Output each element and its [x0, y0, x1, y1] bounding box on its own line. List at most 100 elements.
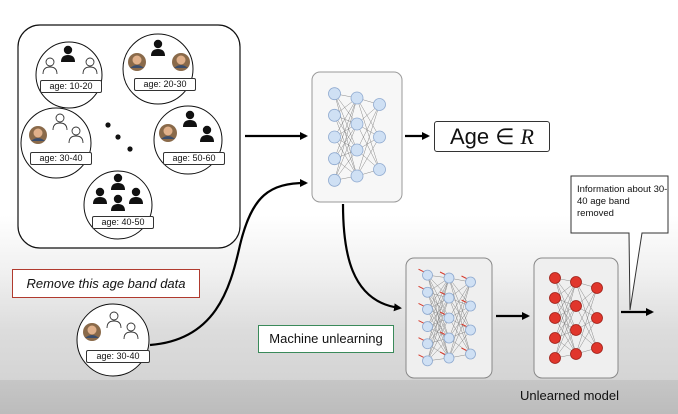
network-edge — [427, 317, 450, 361]
network-neuron — [443, 332, 455, 344]
network-edge — [554, 305, 577, 359]
network-neuron — [373, 163, 386, 176]
network-edge — [448, 297, 471, 331]
network-neuron — [443, 312, 455, 324]
network-neuron — [350, 169, 364, 183]
age-output-box: Age ∈ R — [434, 121, 550, 152]
network-edge — [356, 97, 380, 170]
network-edge — [448, 281, 471, 319]
network-edge — [356, 97, 380, 138]
network-edge — [575, 281, 598, 319]
removed-data-group — [76, 303, 150, 377]
network-edge — [427, 317, 450, 344]
network-edge — [427, 297, 450, 344]
network-edge — [334, 136, 358, 177]
network-edge — [427, 275, 450, 339]
network-edge — [448, 317, 471, 355]
network-neuron — [443, 272, 455, 284]
network-edge — [334, 115, 358, 151]
unlearning-model — [405, 257, 493, 379]
network-edge — [575, 287, 598, 331]
network-neuron — [328, 173, 341, 187]
network-edge — [356, 123, 380, 170]
unlearned-model — [533, 257, 619, 379]
network-edge — [554, 281, 577, 359]
network-edge — [356, 136, 380, 177]
callout-text: Information about 30-40 age band removed — [577, 184, 668, 219]
network-neuron — [422, 304, 433, 315]
network-edge — [427, 277, 450, 344]
network-edge — [334, 93, 358, 177]
network-edge — [554, 277, 577, 331]
network-edge — [427, 297, 450, 361]
network-neuron — [465, 276, 476, 288]
network-edge — [427, 326, 450, 359]
removed-group-label: age: 30-40 — [86, 350, 150, 363]
network-edge — [554, 281, 577, 319]
network-neuron — [549, 352, 561, 364]
group-label-40-50: age: 40-50 — [92, 216, 154, 229]
network-edge — [448, 277, 471, 331]
network-edge — [334, 123, 358, 181]
network-neuron — [591, 312, 603, 324]
network-edge — [448, 277, 471, 355]
network-edge — [554, 305, 577, 339]
network-neuron — [422, 355, 433, 367]
network-edge — [448, 305, 471, 339]
network-edge — [575, 305, 598, 349]
group-label-20-30: age: 20-30 — [134, 78, 196, 91]
network-edge — [448, 297, 471, 355]
callout-bubble — [570, 175, 669, 311]
group-20-30 — [122, 33, 194, 105]
network-neuron — [549, 272, 561, 284]
network-edge — [427, 275, 450, 319]
network-neuron — [328, 87, 341, 101]
network-neuron — [591, 342, 603, 354]
network-neuron — [549, 312, 561, 324]
original-model — [311, 71, 403, 203]
network-neuron — [373, 130, 386, 144]
network-edge — [334, 97, 358, 138]
network-edge — [554, 297, 577, 331]
network-neuron — [350, 91, 364, 105]
network-edge — [575, 281, 598, 349]
group-label-50-60: age: 50-60 — [163, 152, 225, 165]
network-neuron — [422, 286, 433, 298]
network-edge — [334, 93, 358, 151]
network-edge — [356, 104, 380, 151]
network-neuron — [591, 282, 603, 294]
network-neuron — [422, 269, 433, 281]
network-edge — [427, 297, 450, 327]
network-neuron — [465, 348, 476, 360]
network-neuron — [549, 292, 561, 304]
ellipsis-dots — [105, 122, 133, 152]
network-neuron — [549, 332, 561, 344]
bottom-band — [0, 380, 678, 414]
group-label-30-40: age: 30-40 — [30, 152, 92, 165]
network-edge — [448, 281, 471, 359]
network-edge — [427, 277, 450, 310]
network-edge — [427, 277, 450, 327]
network-edge — [554, 317, 577, 355]
network-neuron — [570, 276, 582, 288]
arrow-model-to-unlearning — [341, 203, 402, 312]
network-edge — [575, 317, 598, 355]
network-edge — [575, 287, 598, 355]
age-output-prefix: Age ∈ — [450, 124, 521, 149]
network-edge — [427, 292, 450, 359]
network-edge — [427, 292, 450, 319]
network-neuron — [570, 348, 582, 360]
network-edge — [554, 277, 577, 355]
network-neuron — [570, 300, 582, 312]
real-number-symbol: R — [520, 124, 534, 149]
network-neuron — [422, 321, 433, 332]
network-edge — [448, 281, 471, 339]
network-edge — [334, 123, 358, 159]
network-neuron — [465, 300, 476, 312]
network-neuron — [373, 98, 386, 111]
remove-age-band-label: Remove this age band data — [12, 269, 200, 298]
network-edge — [427, 309, 450, 339]
machine-unlearning-label: Machine unlearning — [258, 325, 394, 353]
group-30-40 — [20, 107, 92, 179]
network-edge — [334, 97, 358, 181]
